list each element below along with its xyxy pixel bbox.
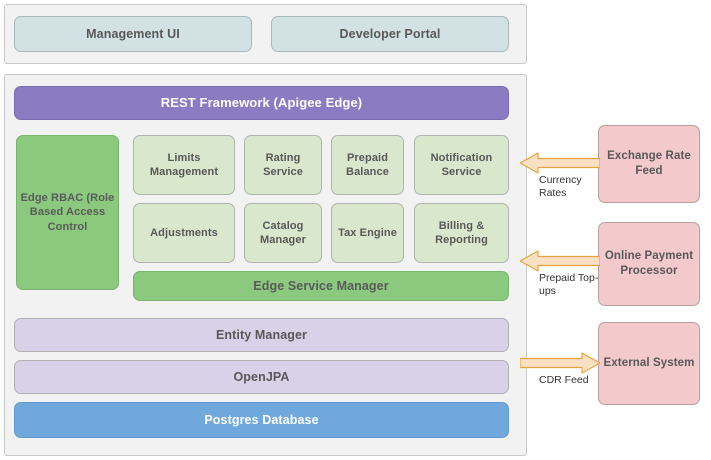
box-edge-rbac[interactable]: Edge RBAC (Role Based Access Control [16, 135, 119, 290]
arrow-label-prepaid-topups: Prepaid Top-ups [539, 272, 599, 298]
arrow-cdr-feed-right-icon [520, 352, 600, 374]
box-developer-portal[interactable]: Developer Portal [271, 16, 509, 52]
box-prepaid-balance[interactable]: Prepaid Balance [331, 135, 404, 195]
box-rating-service[interactable]: Rating Service [244, 135, 322, 195]
box-notification-service[interactable]: Notification Service [414, 135, 509, 195]
box-entity-manager[interactable]: Entity Manager [14, 318, 509, 352]
box-external-system[interactable]: External System [598, 322, 700, 405]
box-edge-service-manager[interactable]: Edge Service Manager [133, 271, 509, 301]
arrow-currency-rates-left-icon [520, 152, 600, 174]
box-adjustments[interactable]: Adjustments [133, 203, 235, 263]
box-openjpa[interactable]: OpenJPA [14, 360, 509, 394]
arrow-label-cdr-feed: CDR Feed [539, 374, 589, 386]
arrow-label-currency-rates: Currency Rates [539, 174, 582, 200]
box-management-ui[interactable]: Management UI [14, 16, 252, 52]
arrow-prepaid-topups-left-icon [520, 250, 600, 272]
box-catalog-manager[interactable]: Catalog Manager [244, 203, 322, 263]
box-rest-framework[interactable]: REST Framework (Apigee Edge) [14, 86, 509, 120]
box-online-payment-processor[interactable]: Online Payment Processor [598, 222, 700, 306]
box-exchange-rate-feed[interactable]: Exchange Rate Feed [598, 125, 700, 203]
box-tax-engine[interactable]: Tax Engine [331, 203, 404, 263]
box-billing-reporting[interactable]: Billing & Reporting [414, 203, 509, 263]
box-postgres-database[interactable]: Postgres Database [14, 402, 509, 438]
box-limits-management[interactable]: Limits Management [133, 135, 235, 195]
